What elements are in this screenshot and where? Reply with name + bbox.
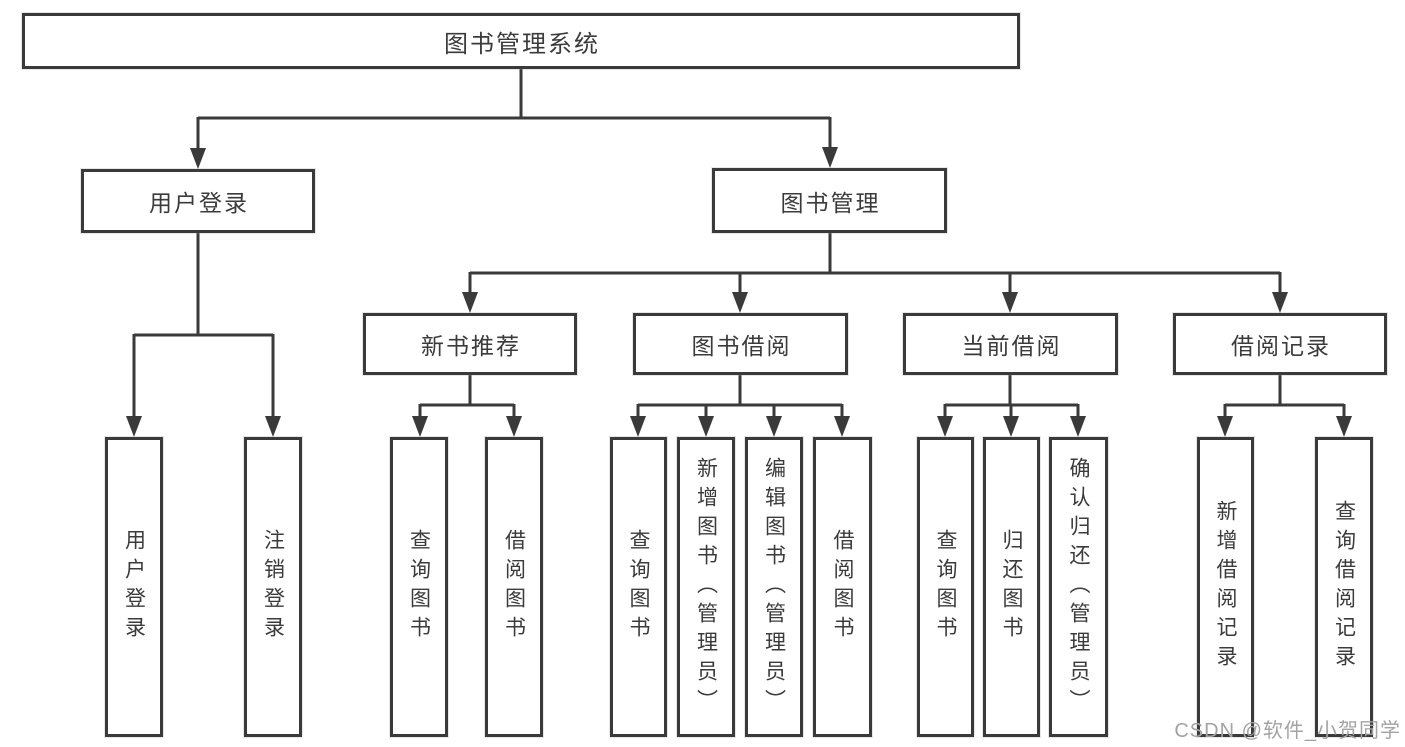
csdn-watermark: CSDN @软件_小贺同学 [1174, 720, 1401, 742]
leaf-query-borrow-record: 查询借阅记录 [1315, 437, 1373, 737]
arrowhead-icons [126, 147, 1352, 437]
leaf-return-books: 归还图书 [983, 437, 1040, 737]
node-book-borrow: 图书借阅 [633, 313, 848, 375]
node-label: 借阅图书 [502, 529, 526, 645]
node-current-borrow: 当前借阅 [903, 313, 1118, 375]
node-label: 图书管理 [780, 189, 881, 216]
leaf-confirm-return-admin: 确认归还（管理员） [1049, 437, 1108, 737]
node-label: 用户登录 [149, 190, 249, 216]
leaf-edit-books-admin: 编辑图书（管理员） [745, 437, 803, 737]
node-label: 新增图书（管理员） [694, 456, 718, 718]
node-new-book-recommend: 新书推荐 [363, 313, 577, 375]
node-label: 图书借阅 [691, 333, 792, 359]
node-book-management: 图书管理 [712, 168, 947, 233]
node-label: 查询图书 [407, 529, 431, 645]
leaf-borrow-books-recommend: 借阅图书 [485, 437, 543, 737]
node-label: 注销登录 [261, 529, 285, 645]
node-label: 当前借阅 [961, 333, 1062, 359]
node-user-login: 用户登录 [81, 169, 315, 233]
node-label: 新书推荐 [421, 333, 521, 359]
leaf-query-books-current: 查询图书 [917, 437, 974, 737]
node-label: 查询图书 [627, 529, 650, 645]
node-label: 查询借阅记录 [1332, 500, 1356, 674]
leaf-add-books-admin: 新增图书（管理员） [677, 437, 735, 737]
node-label: 查询图书 [934, 529, 957, 645]
node-label: 确认归还（管理员） [1067, 456, 1090, 718]
leaf-query-books-borrow: 查询图书 [610, 437, 667, 737]
leaf-add-borrow-record: 新增借阅记录 [1197, 437, 1254, 737]
node-label: 图书管理系统 [444, 30, 600, 58]
node-label: 新增借阅记录 [1214, 500, 1237, 674]
node-label: 编辑图书（管理员） [762, 456, 786, 718]
node-label: 用户登录 [122, 529, 146, 645]
leaf-user-login: 用户登录 [105, 437, 163, 737]
leaf-borrow-books: 借阅图书 [813, 437, 872, 737]
node-label: 借阅图书 [831, 529, 854, 645]
leaf-logout: 注销登录 [244, 437, 302, 737]
leaf-query-books-recommend: 查询图书 [390, 437, 448, 737]
node-borrow-records: 借阅记录 [1173, 313, 1387, 375]
node-label: 归还图书 [1000, 529, 1023, 645]
node-library-system: 图书管理系统 [22, 13, 1020, 69]
node-label: 借阅记录 [1231, 333, 1331, 359]
